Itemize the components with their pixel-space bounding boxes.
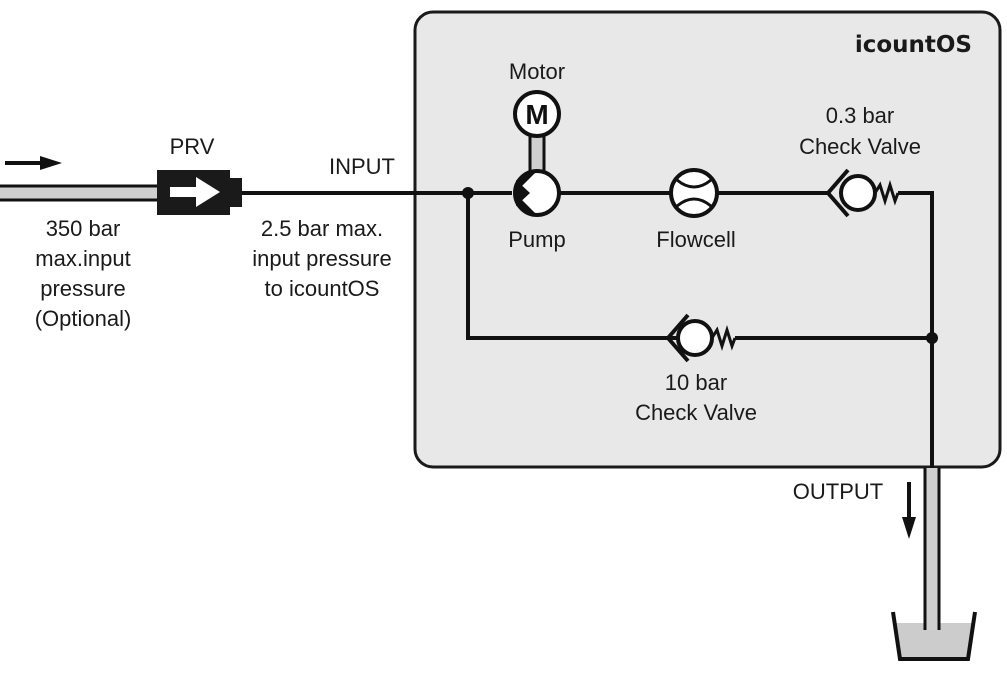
prv-valve bbox=[157, 170, 242, 215]
flowcell-label: Flowcell bbox=[656, 227, 735, 252]
input-pressure-line-4: (Optional) bbox=[35, 306, 132, 331]
check-valve-icon bbox=[665, 313, 737, 363]
check-valve-top-label-2: Check Valve bbox=[799, 134, 921, 159]
box-title: icountOS bbox=[855, 32, 972, 58]
icountos-box bbox=[413, 10, 1002, 469]
pump-icon bbox=[513, 169, 561, 217]
motor-label: Motor bbox=[509, 59, 565, 84]
flow-arrow-icon bbox=[5, 156, 62, 170]
prv-label: PRV bbox=[170, 134, 215, 159]
regulated-pressure-line-2: input pressure bbox=[252, 246, 391, 271]
beaker-icon bbox=[891, 611, 977, 661]
motor-symbol: M bbox=[525, 99, 548, 130]
check-valve-top-label-1: 0.3 bar bbox=[826, 103, 895, 128]
check-valve-bottom-label-2: Check Valve bbox=[635, 400, 757, 425]
prv-arrow-icon bbox=[170, 177, 220, 207]
check-valve-bottom-label-1: 10 bar bbox=[665, 370, 727, 395]
junction-output bbox=[926, 332, 938, 344]
regulated-pressure-line-3: to icountOS bbox=[265, 276, 380, 301]
regulated-pressure-line-1: 2.5 bar max. bbox=[261, 216, 383, 241]
motor-icon: M bbox=[513, 90, 561, 176]
output-arrow-icon bbox=[902, 482, 916, 539]
input-pressure-line-3: pressure bbox=[40, 276, 126, 301]
pump-label: Pump bbox=[508, 227, 565, 252]
input-pressure-line-1: 350 bar bbox=[46, 216, 121, 241]
top-return-line bbox=[898, 191, 934, 470]
output-pipe bbox=[923, 468, 941, 630]
check-valve-icon bbox=[825, 168, 900, 218]
bypass-line bbox=[466, 193, 690, 340]
input-pipe bbox=[0, 184, 160, 202]
output-label: OUTPUT bbox=[793, 479, 883, 504]
input-pressure-line-2: max.input bbox=[35, 246, 130, 271]
flowcell-icon bbox=[669, 168, 719, 218]
input-label: INPUT bbox=[329, 154, 395, 179]
